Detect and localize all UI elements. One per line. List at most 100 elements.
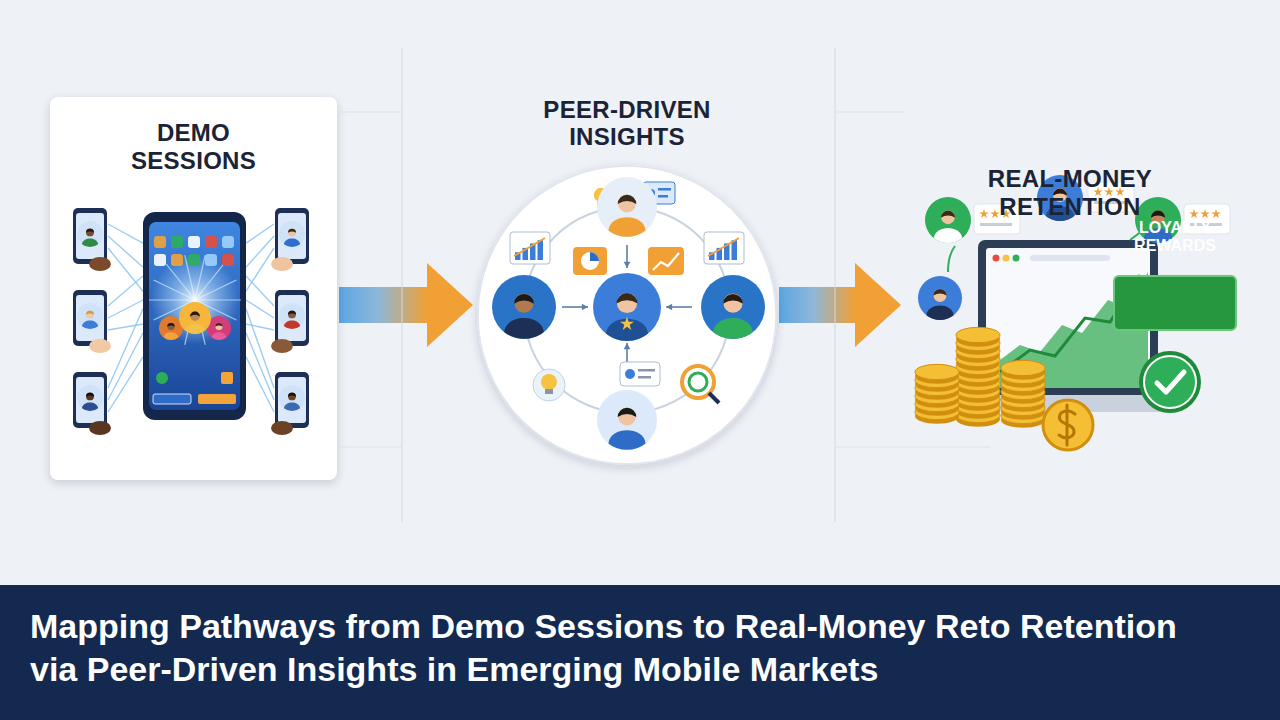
peer-network	[624, 343, 631, 349]
demo-phones	[195, 300, 224, 336]
peer-network	[541, 374, 557, 390]
retention-illustration	[956, 399, 1000, 414]
person-icon	[504, 318, 544, 339]
person-icon	[514, 294, 534, 304]
retention-illustration	[956, 411, 1000, 426]
retention-illustration	[915, 380, 959, 395]
person-icon	[86, 311, 94, 319]
peer-network	[709, 393, 719, 403]
retention-illustration	[1190, 223, 1222, 226]
retention-illustration	[1001, 372, 1045, 387]
column-separator	[835, 112, 905, 113]
person-icon	[514, 294, 533, 313]
peer-network	[717, 248, 723, 260]
demo-phones	[171, 254, 183, 266]
person-icon	[618, 407, 636, 425]
demo-phones	[222, 254, 234, 266]
retention-illustration	[979, 209, 989, 218]
person-icon	[279, 221, 305, 247]
person-icon	[86, 229, 94, 237]
retention-illustration	[955, 395, 1182, 412]
retention-illustration	[948, 246, 955, 272]
retention-illustration	[1001, 376, 1045, 391]
retention-illustration	[1001, 404, 1045, 419]
retention-illustration	[1093, 187, 1103, 196]
retention-illustration	[1157, 372, 1184, 392]
demo-phones	[108, 224, 143, 243]
demo-phones	[246, 224, 274, 243]
retention-illustration	[1088, 182, 1134, 212]
retention-illustration	[1003, 255, 1010, 262]
retention-illustration	[1043, 400, 1093, 450]
demo-phones	[108, 357, 143, 412]
demo-phones	[246, 236, 274, 267]
demo-phones	[188, 236, 200, 248]
demo-phones	[89, 421, 111, 435]
peer-network	[625, 369, 635, 379]
person-icon	[1053, 188, 1067, 202]
retention-illustration	[1059, 405, 1075, 445]
demo-phones	[195, 255, 205, 300]
peer-network	[594, 188, 608, 202]
person-icon	[288, 393, 296, 401]
person-icon	[77, 303, 103, 329]
retention-illustration	[1001, 364, 1045, 379]
retention-illustration	[978, 240, 1158, 395]
retention-illustration	[1139, 351, 1201, 413]
retention-illustration	[915, 175, 1230, 450]
retention-illustration	[956, 331, 1000, 346]
person-icon	[164, 332, 179, 340]
person-icon	[593, 273, 661, 341]
demo-phones	[149, 222, 240, 410]
peer-network	[658, 188, 671, 191]
person-icon	[279, 303, 305, 329]
peer-network	[620, 362, 660, 386]
peer-network	[643, 182, 675, 204]
person-icon	[288, 229, 296, 233]
demo-phones	[89, 257, 111, 271]
retention-illustration	[956, 367, 1000, 382]
demo-phones	[166, 264, 195, 300]
demo-phones	[271, 421, 293, 435]
person-icon	[492, 275, 556, 339]
flow-arrow	[339, 287, 427, 323]
person-icon	[207, 316, 231, 340]
retention-illustration	[1013, 255, 1020, 262]
retention-illustration	[1001, 388, 1045, 403]
retention-illustration	[1001, 209, 1011, 218]
peer-network	[545, 389, 553, 394]
column-separator	[337, 112, 402, 113]
circle-outline	[477, 165, 777, 465]
person-icon	[597, 177, 657, 237]
retention-illustration	[1001, 408, 1045, 423]
retention-illustration	[956, 371, 1000, 386]
peer-network	[533, 369, 565, 401]
column-separator	[835, 447, 990, 448]
retention-illustration	[1001, 396, 1045, 411]
person-icon	[86, 393, 94, 401]
demo-phones	[143, 212, 246, 420]
demo-phones	[246, 300, 274, 318]
person-icon	[617, 293, 637, 313]
circle-shape	[478, 166, 776, 464]
peer-network	[590, 252, 599, 261]
retention-illustration	[1184, 204, 1230, 234]
person-icon	[179, 302, 211, 334]
person-icon	[926, 306, 953, 320]
retention-illustration	[915, 384, 959, 399]
retention-illustration	[915, 376, 959, 391]
person-icon	[1037, 175, 1083, 221]
peer-network	[573, 247, 607, 275]
demo-phones	[108, 324, 143, 330]
column-separator	[337, 48, 990, 522]
person-icon	[933, 289, 947, 296]
peer-network	[510, 232, 550, 264]
person-icon	[1135, 197, 1181, 243]
person-icon	[701, 275, 765, 339]
peer-network	[732, 240, 738, 260]
retention-illustration	[980, 223, 1012, 226]
person-icon	[608, 217, 645, 237]
person-icon	[284, 238, 300, 246]
peer-network	[638, 376, 651, 379]
retention-illustration	[915, 372, 959, 387]
